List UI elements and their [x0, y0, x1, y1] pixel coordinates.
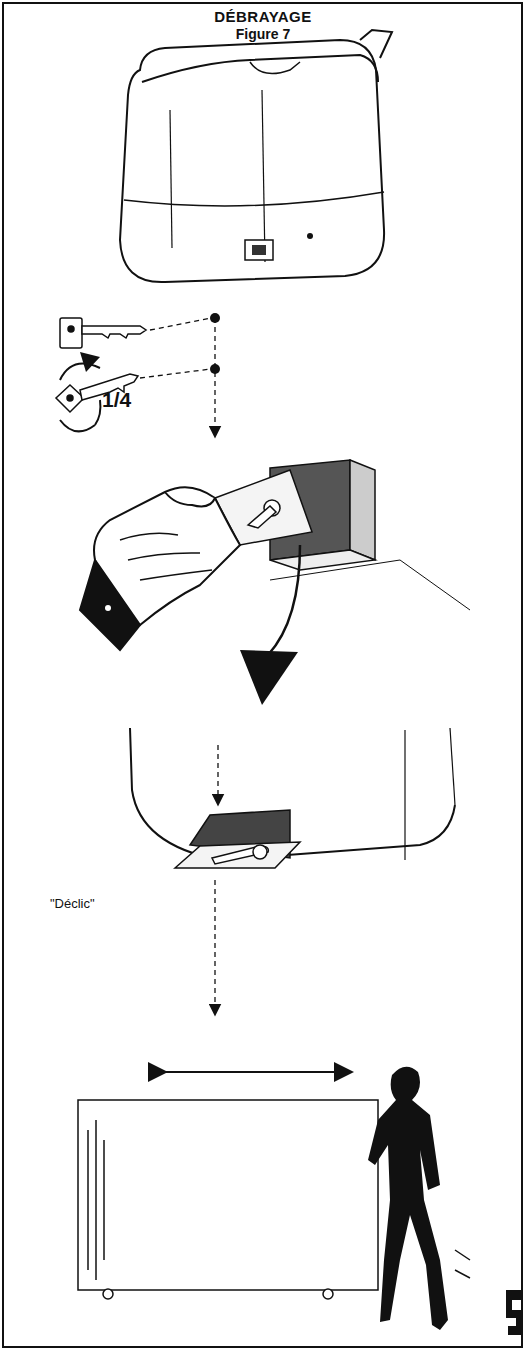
insert-dot	[210, 313, 220, 323]
diagram-title: DÉBRAYAGE	[214, 8, 312, 25]
pull-arrow	[268, 545, 300, 655]
person-silhouette	[368, 1067, 448, 1330]
click-label: "Déclic"	[48, 896, 97, 911]
release-flap	[215, 460, 470, 610]
hand	[80, 487, 240, 650]
logo-fragment	[506, 1290, 522, 1335]
motor-housing	[120, 30, 392, 282]
pull-arrowhead	[240, 650, 298, 705]
motion-marks	[455, 1250, 470, 1278]
key-turned	[56, 374, 138, 412]
rotation-arc	[60, 364, 100, 432]
housing-closeup	[130, 728, 455, 1010]
guide-lines	[140, 318, 215, 432]
turn-dot	[210, 364, 220, 374]
rotation-label: 1/4	[102, 388, 131, 412]
rotation-arrow	[80, 352, 100, 372]
sliding-gate	[78, 1072, 378, 1299]
figure-number: Figure 7	[236, 26, 290, 42]
rotation-arc-end	[95, 400, 100, 425]
key	[60, 318, 146, 348]
frame	[3, 3, 522, 1347]
